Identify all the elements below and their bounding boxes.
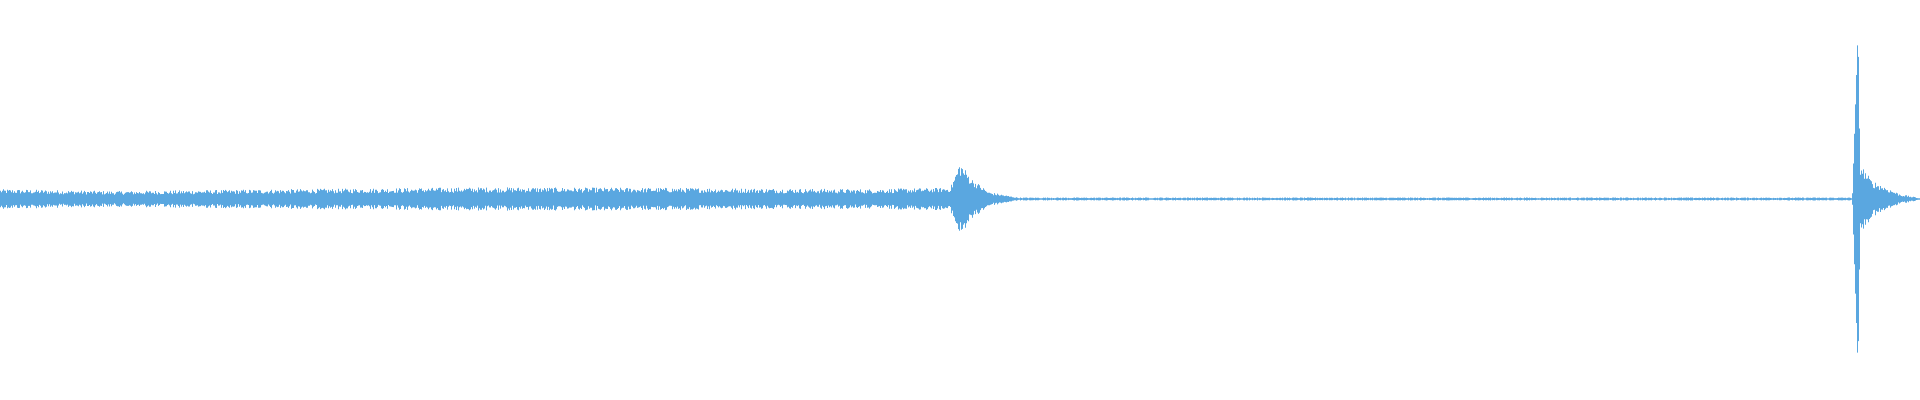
waveform-trace: [0, 45, 1920, 353]
